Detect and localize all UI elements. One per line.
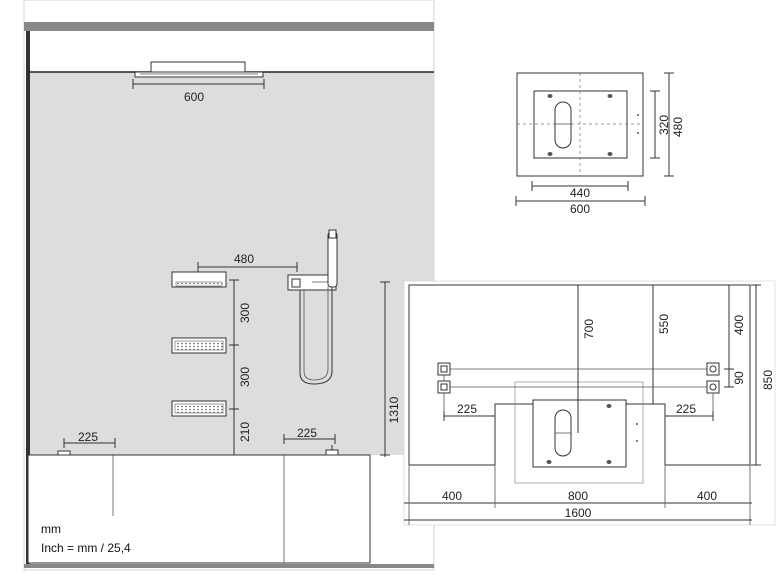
depth-400-dimension: 400	[724, 284, 746, 370]
inner-panel	[533, 90, 628, 159]
dim-right-offset: 225	[676, 402, 696, 416]
inch-conversion-label: Inch = mm / 25,4	[41, 541, 131, 555]
dim-arm-spacing: 480	[234, 252, 254, 266]
left-offset-dimension: 225	[443, 402, 495, 421]
room-outline	[408, 284, 751, 466]
plan-spray-head	[554, 409, 572, 457]
dim-right-width: 400	[697, 489, 717, 503]
outer-height-dimension: 480	[664, 72, 685, 177]
right-offset-dimension: 225	[665, 402, 714, 421]
mixer-height-dimension: 1310	[380, 281, 401, 457]
total-depth-dimension: 850	[751, 284, 775, 466]
dim-total-width: 1600	[565, 506, 592, 520]
total-width-dimension: 1600	[404, 506, 752, 521]
right-wall-fittings	[706, 362, 720, 417]
wall-area	[28, 72, 434, 455]
dim-center-width: 800	[568, 489, 588, 503]
right-spout-dimension: 225	[283, 426, 336, 444]
dim-outer-height: 480	[671, 117, 685, 137]
depth-700-dimension: 700	[573, 284, 596, 433]
dim-left-width: 400	[442, 489, 462, 503]
dim-overhead-width: 600	[184, 90, 204, 104]
overhead-shower	[134, 61, 264, 78]
side-jet-top	[171, 271, 227, 288]
overhead-shower-plan-inner	[532, 399, 627, 468]
bathtub	[27, 445, 371, 564]
dim-right-spout-offset: 225	[297, 426, 317, 440]
side-jet-bottom	[171, 400, 227, 417]
dim-depth-400: 400	[732, 315, 746, 335]
dim-total-depth: 850	[761, 370, 775, 390]
dim-left-offset: 225	[457, 402, 477, 416]
dim-inner-height: 320	[657, 115, 671, 135]
left-spout-dimension: 225	[63, 430, 116, 448]
dim-inner-width: 440	[570, 186, 590, 200]
dim-depth-550: 550	[657, 314, 671, 334]
inner-width-dimension: 440	[531, 181, 629, 200]
overhead-shower-plan: 320 480 440 600	[515, 72, 685, 216]
dim-spacing-90: 90	[732, 371, 746, 385]
jet-vertical-dimensions: 300 300 210	[229, 279, 252, 457]
overhead-width-dimension: 600	[132, 79, 265, 104]
bathtub-plan-view: 700 550 400 90 850 225	[403, 280, 776, 526]
side-jet-middle	[171, 337, 227, 354]
plan-mounting-holes	[546, 404, 638, 464]
dim-jet-spacing-upper: 300	[238, 303, 252, 323]
dim-jet-height-above-tub: 210	[238, 422, 252, 442]
outer-width-dimension: 600	[515, 196, 646, 216]
dim-outer-width: 600	[570, 202, 590, 216]
dim-left-spout-offset: 225	[78, 430, 98, 444]
dim-jet-spacing-lower: 300	[238, 367, 252, 387]
unit-label: mm	[41, 522, 61, 536]
arm-spacing-dimension: 480	[197, 252, 298, 272]
depth-550-dimension: 550	[648, 284, 671, 404]
spacing-90-dimension: 90	[724, 369, 746, 388]
dim-depth-700: 700	[582, 319, 596, 339]
mounting-holes	[547, 94, 639, 156]
elevation-view: 600 480 300 300	[23, 0, 435, 571]
ceiling-band	[24, 22, 434, 31]
inner-height-dimension: 320	[650, 90, 671, 159]
width-chain-dimension: 400 800 400	[404, 465, 752, 525]
hand-shower	[299, 229, 338, 385]
dim-mixer-height: 1310	[387, 396, 401, 423]
tub-basin-outline	[514, 381, 644, 484]
inner-spray-head	[554, 101, 572, 149]
